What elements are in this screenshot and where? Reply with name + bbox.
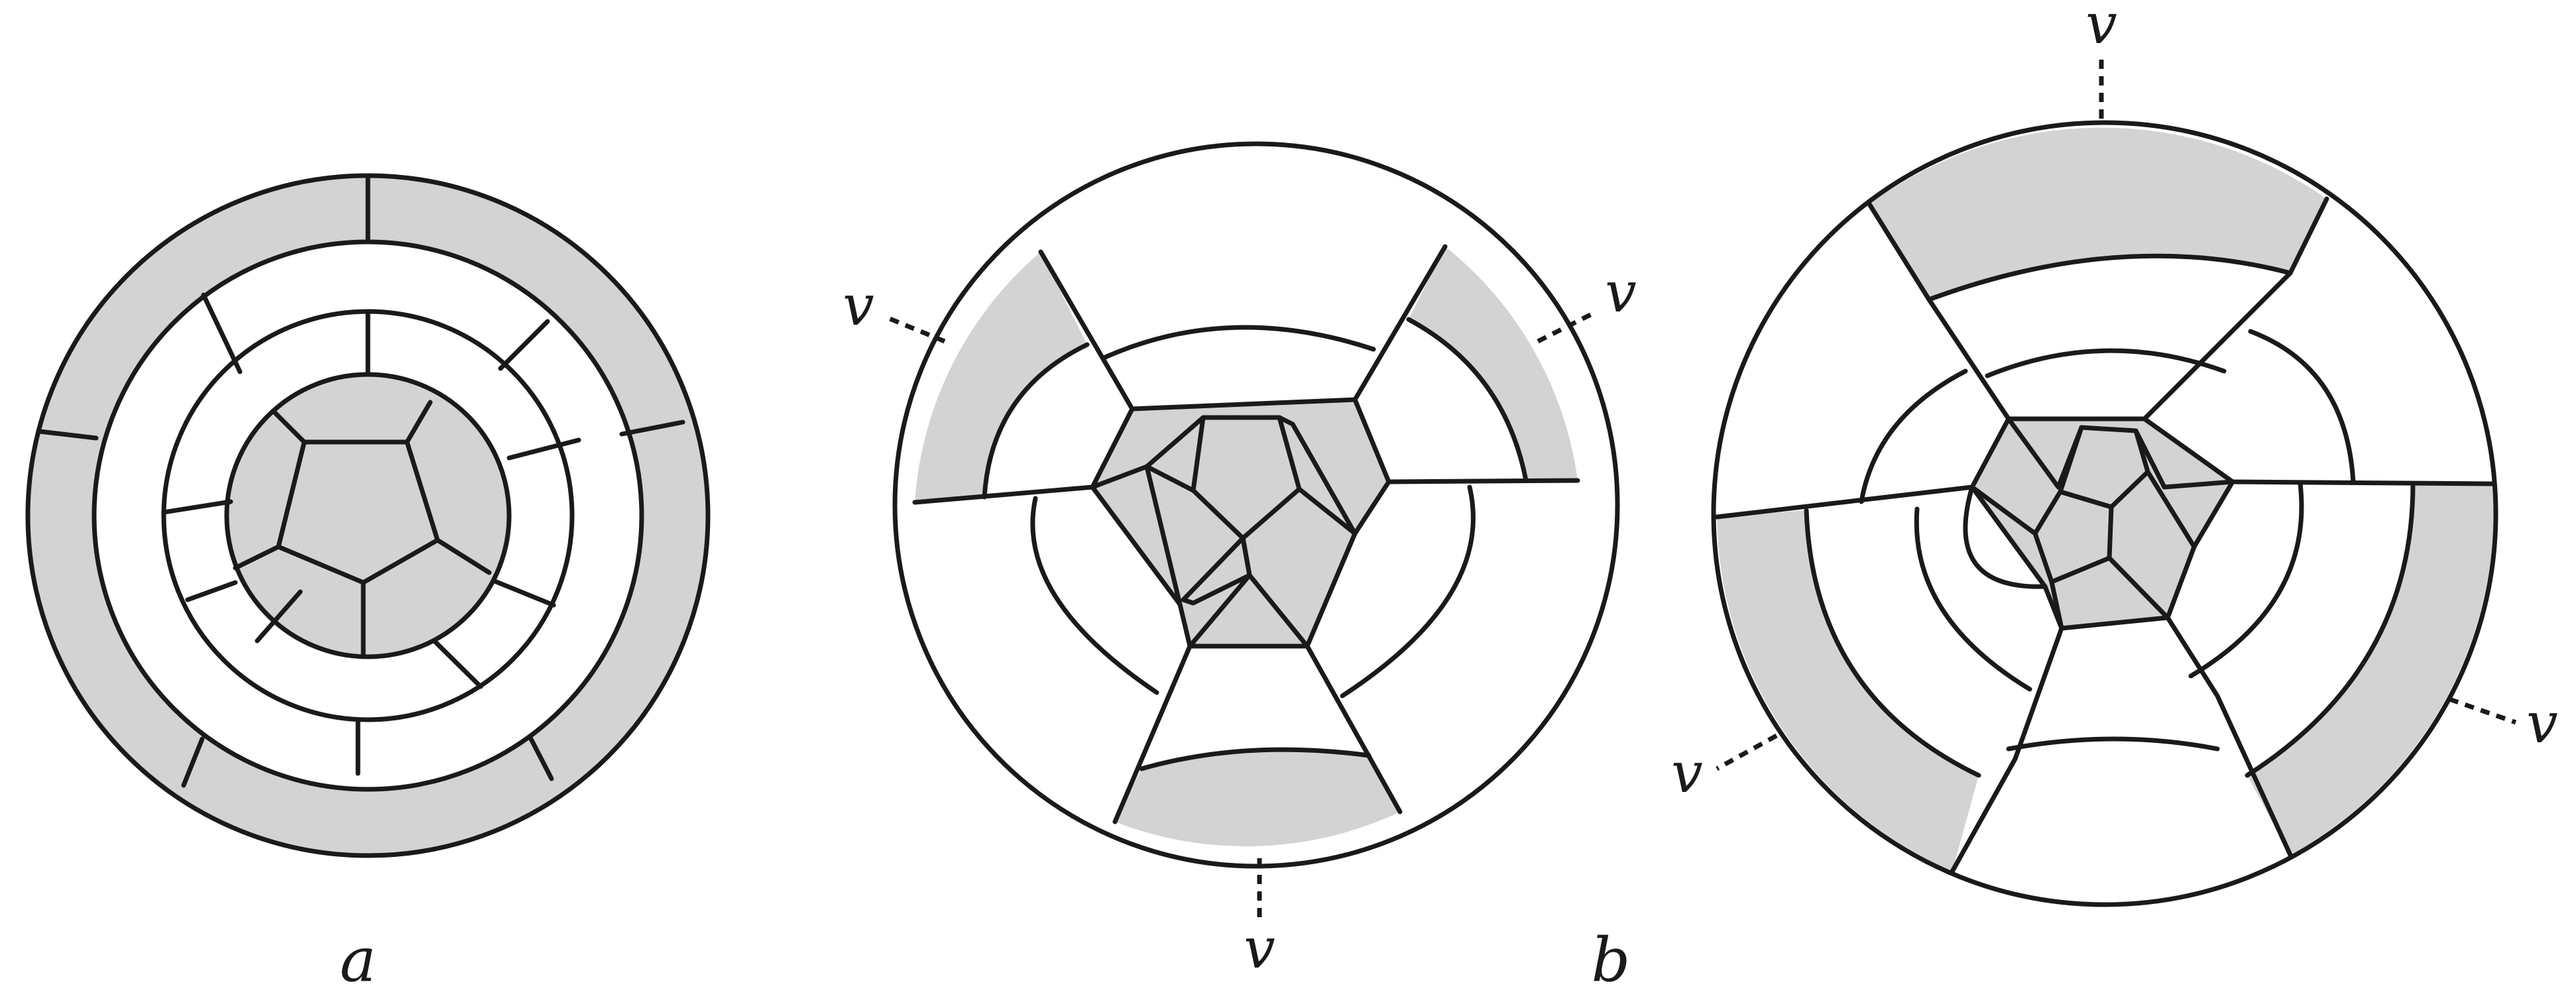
central-disk-shaded <box>227 374 509 657</box>
panel-b-left-diagram <box>887 141 1620 924</box>
panel-label-a: a <box>340 924 377 995</box>
vertex-label-lower-left: v <box>1671 740 1702 805</box>
inner-pentagon <box>276 439 440 585</box>
vertex-leader-lower-left <box>1716 733 1778 771</box>
vertex-leader-right <box>1537 310 1596 344</box>
panel-label-b: b <box>1592 924 1631 995</box>
vertex-label-bottom: v <box>1244 916 1275 981</box>
sector-shaded-upper-left <box>915 252 1087 502</box>
central-region-shaded <box>1972 419 2233 628</box>
vertex-label-left: v <box>843 273 874 338</box>
vertex-leader-lower-right <box>2448 697 2517 725</box>
vertex-leader-left <box>887 315 946 344</box>
sector-shaded-upper-right <box>1409 247 1578 480</box>
sector-shaded-lower-left <box>1717 510 1979 871</box>
panel-a-diagram <box>25 173 711 858</box>
sector-shaded-lower-right <box>2247 484 2494 855</box>
vertex-label-lower-right: v <box>2526 691 2557 756</box>
vertex-label-right: v <box>1605 260 1636 325</box>
sector-shaded-bottom <box>1115 750 1400 847</box>
vertex-label-top: v <box>2085 0 2117 56</box>
panel-b-right-diagram <box>1711 60 2517 907</box>
